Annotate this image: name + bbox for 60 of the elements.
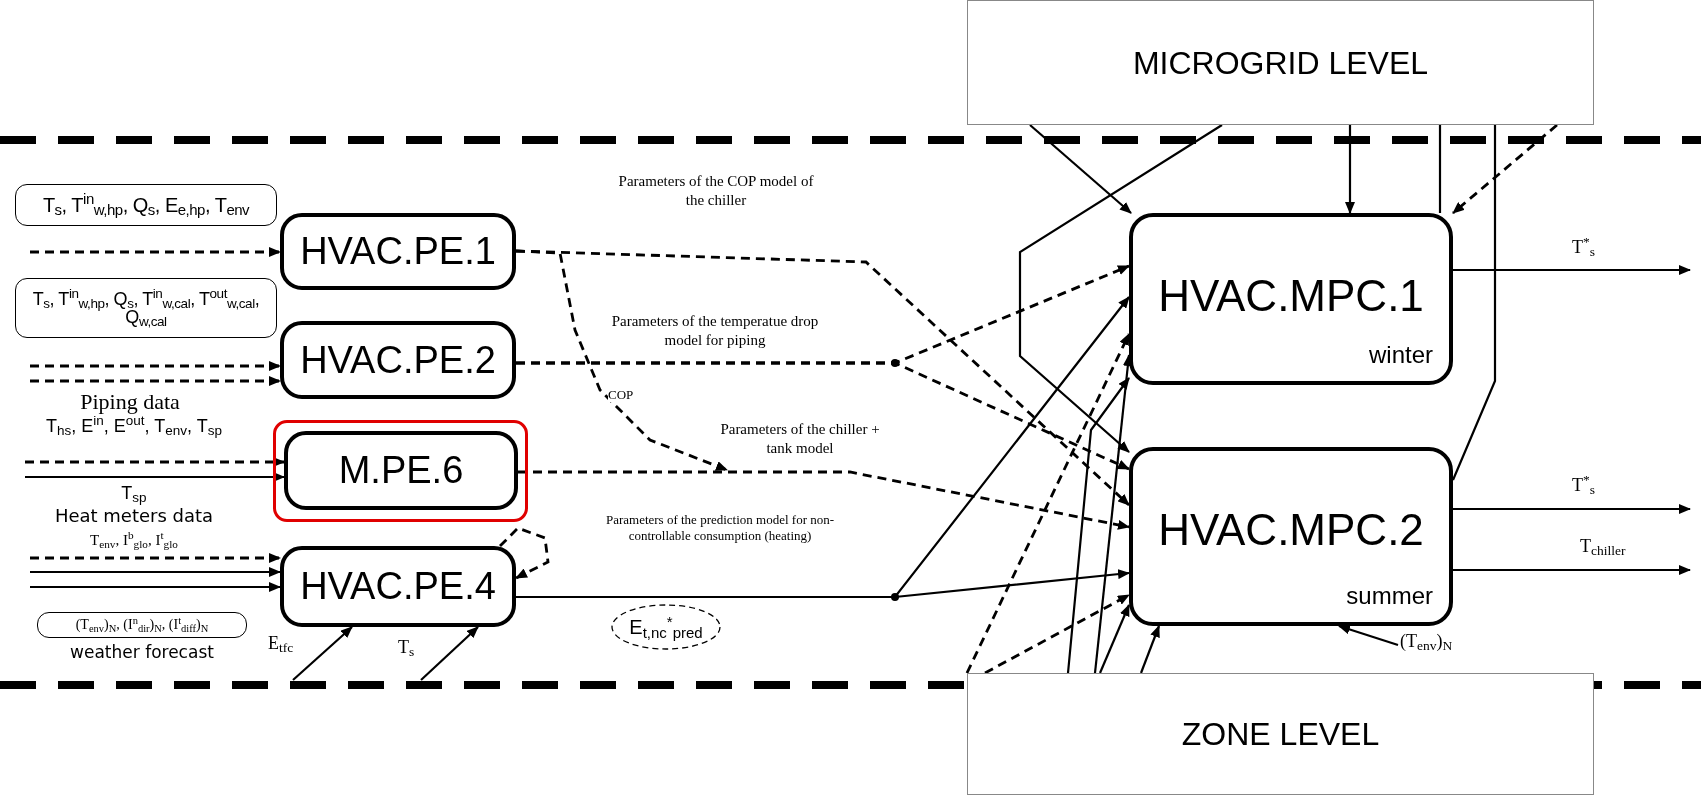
edge-label: Parameters of the temperatue drop model for piping bbox=[610, 312, 820, 350]
variable-list: (T$_{env}$)$_{N}$, (I$^{n}$$_{dir}$)$_{N}$, (I$^{t}$$_{diff}$)$_{N}$ bbox=[75, 618, 209, 632]
season-label: summer bbox=[1346, 581, 1433, 611]
process-name: M.PE.6 bbox=[338, 448, 464, 493]
level-box bbox=[967, 673, 1594, 795]
arrow bbox=[30, 567, 281, 577]
dashed-arrow bbox=[965, 333, 1131, 674]
controller-box bbox=[1129, 213, 1453, 385]
process-name: HVAC.PE.4 bbox=[300, 564, 496, 609]
text-label: Heat meters data bbox=[53, 505, 215, 528]
dashed-arrow bbox=[518, 470, 1130, 530]
dashed-arrow bbox=[984, 593, 1130, 675]
arrow bbox=[1066, 377, 1130, 674]
process-box bbox=[280, 321, 516, 399]
variable-list: T$_{s}$, T$^{in}$$_{w,hp}$, Q$_{s}$, T$^{in}$$_{w,cal}$, T$^{out}$$_{w,cal}$, Q$_{w,cal}$ bbox=[16, 290, 276, 326]
dashed-arrow bbox=[499, 526, 550, 580]
dashed-arrow bbox=[1452, 123, 1558, 215]
process-box bbox=[284, 431, 518, 510]
dashed-arrow bbox=[30, 376, 281, 386]
arrow bbox=[1345, 125, 1355, 214]
arrow bbox=[1099, 604, 1130, 674]
arrow bbox=[1453, 265, 1691, 275]
edge-label: Parameters of the prediction model for non-controllable consumption (heating) bbox=[604, 512, 836, 545]
arrow bbox=[1453, 565, 1691, 575]
process-name: HVAC.PE.1 bbox=[300, 229, 496, 274]
level-title: MICROGRID LEVEL bbox=[1132, 43, 1429, 83]
arrow bbox=[1139, 625, 1161, 674]
text-label: T$_{sp}$ bbox=[120, 482, 148, 505]
text-label: Piping data bbox=[79, 388, 181, 416]
variable-list: T$_{s}$, T$^{in}$$_{w,hp}$, Q$_{s}$, E$_{e,hp}$, T$_{env}$ bbox=[38, 194, 254, 216]
arrow bbox=[292, 626, 353, 681]
dashed-arrow bbox=[30, 361, 281, 371]
controller-name: HVAC.MPC.2 bbox=[1157, 504, 1425, 556]
arrow bbox=[1453, 504, 1691, 514]
dashed-arrow bbox=[25, 457, 285, 467]
process-box bbox=[280, 546, 516, 627]
controller-name: HVAC.MPC.1 bbox=[1157, 270, 1425, 322]
data-box bbox=[15, 184, 277, 226]
level-title: ZONE LEVEL bbox=[1181, 715, 1380, 754]
process-box bbox=[280, 213, 516, 290]
controller-box bbox=[1129, 447, 1453, 626]
data-box bbox=[37, 612, 247, 638]
arrow bbox=[1018, 124, 1223, 453]
text-label: T$_{hs}$, E$^{in}$, E$^{out}$, T$_{env}$, T$_{sp}$ bbox=[45, 415, 223, 438]
dashed-ellipse bbox=[610, 603, 722, 651]
process-name: HVAC.PE.2 bbox=[300, 337, 496, 383]
season-label: winter bbox=[1368, 340, 1433, 370]
node-caption: weather forecast bbox=[69, 642, 215, 664]
level-box bbox=[967, 0, 1594, 125]
dashed-arrow bbox=[516, 361, 1130, 471]
arrow bbox=[30, 582, 281, 592]
dashed-arrow bbox=[515, 249, 728, 472]
data-box bbox=[15, 278, 277, 338]
arrow bbox=[420, 626, 479, 681]
arrow bbox=[1338, 624, 1399, 647]
dashed-arrow bbox=[30, 247, 281, 257]
dashed-arrow bbox=[30, 553, 281, 563]
arrow bbox=[1029, 124, 1132, 214]
arrow bbox=[25, 472, 285, 482]
edge-label: (T$_{env}$)$_{N}$ bbox=[1400, 630, 1454, 653]
